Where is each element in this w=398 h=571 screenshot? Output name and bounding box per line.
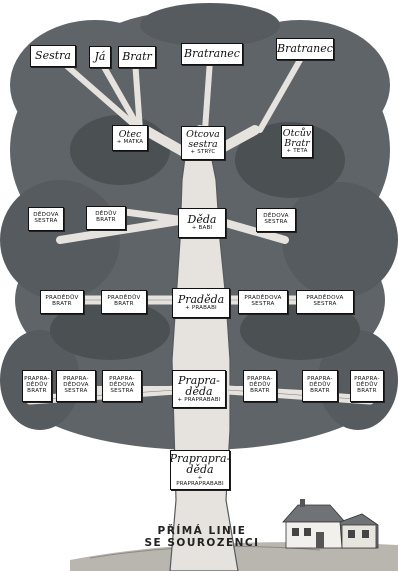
- label-otec-text: Otec: [118, 129, 142, 141]
- label-otcuv-bratr-sub: + TETA: [286, 147, 308, 154]
- label-otec: Otec + MATKA: [112, 125, 148, 151]
- label-prapra-sestra-2-text: PRAPRA- DĚDOVA SESTRA: [109, 376, 135, 394]
- label-prapra-bratr-4-text: PRAPRA- DĚDŮV BRATR: [354, 376, 380, 394]
- label-pradeduv-bratr-2-text: PRADĚDŮV BRATR: [107, 295, 141, 307]
- label-prapraprad: Praprapra- děda + PRAPRAPRABABI: [170, 450, 230, 490]
- label-bratranec-2: Bratranec: [276, 38, 334, 60]
- label-deda-sub: + BABI: [191, 224, 213, 231]
- label-pradeduv-bratr-2: PRADĚDŮV BRATR: [101, 290, 147, 314]
- label-praprad-text: Prapra- děda: [178, 373, 220, 399]
- diagram-title-line-1: PŘÍMÁ LINIE: [157, 525, 247, 537]
- label-pradedova-sestra-1: PRADĚDOVA SESTRA: [238, 290, 288, 314]
- label-deduv-bratr-text: DĚDŮV BRATR: [95, 211, 117, 223]
- label-bratranec-1-text: Bratranec: [184, 47, 240, 61]
- diagram-title-line-2: SE SOUROZENCI: [144, 537, 260, 550]
- label-dedova-sestra-2: DĚDOVA SESTRA: [256, 208, 296, 232]
- label-otcuv-bratr: Otcův Bratr + TETA: [281, 125, 313, 158]
- label-prapra-bratr-3: PRAPRA- DĚDŮV BRATR: [302, 370, 338, 402]
- label-bratranec-2-text: Bratranec: [277, 42, 333, 56]
- label-otcova-sestra: Otcova sestra + STRÝC: [181, 126, 225, 160]
- label-praprad-sub: + PRAPRABABI: [177, 396, 221, 403]
- label-pradeduv-bratr-1: PRADĚDŮV BRATR: [40, 290, 84, 314]
- label-prapraprad-text: Praprapra- děda: [170, 451, 230, 477]
- label-prapra-bratr-3-text: PRAPRA- DĚDŮV BRATR: [307, 376, 333, 394]
- label-ja: Já: [89, 46, 111, 68]
- label-praded-sub: + PRABABI: [185, 304, 217, 311]
- label-dedova-sestra-1-text: DĚDOVA SESTRA: [33, 212, 59, 224]
- label-prapra-bratr-2-text: PRAPRA- DĚDŮV BRATR: [247, 376, 273, 394]
- label-prapra-sestra-1: PRAPRA- DĚDOVA SESTRA: [56, 370, 96, 402]
- label-otcuv-bratr-text: Otcův Bratr: [282, 127, 312, 149]
- label-otec-sub: + MATKA: [116, 139, 144, 146]
- label-deda: Děda + BABI: [178, 208, 226, 238]
- label-ja-text: Já: [94, 50, 106, 64]
- label-otcova-sestra-sub: + STRÝC: [190, 149, 216, 156]
- label-deda-text: Děda: [187, 213, 217, 227]
- label-bratr-text: Bratr: [122, 50, 152, 64]
- label-praded-text: Praděda: [177, 293, 225, 307]
- label-prapra-bratr-1: PRAPRA- DĚDŮV BRATR: [22, 370, 52, 402]
- label-deduv-bratr: DĚDŮV BRATR: [86, 206, 126, 230]
- label-dedova-sestra-2-text: DĚDOVA SESTRA: [263, 213, 289, 225]
- label-praded: Praděda + PRABABI: [172, 288, 230, 318]
- label-pradedova-sestra-2: PRADĚDOVA SESTRA: [296, 290, 354, 314]
- label-prapra-bratr-4: PRAPRA- DĚDŮV BRATR: [350, 370, 384, 402]
- label-prapra-bratr-2: PRAPRA- DĚDŮV BRATR: [243, 370, 277, 402]
- label-otcova-sestra-text: Otcova sestra: [186, 129, 220, 151]
- diagram-title: PŘÍMÁ LINIE SE SOUROZENCI: [144, 525, 260, 549]
- label-pradedova-sestra-2-text: PRADĚDOVA SESTRA: [306, 295, 344, 307]
- label-sestra-text: Sestra: [35, 49, 71, 63]
- label-prapra-sestra-2: PRAPRA- DĚDOVA SESTRA: [102, 370, 142, 402]
- label-pradedova-sestra-1-text: PRADĚDOVA SESTRA: [244, 295, 282, 307]
- label-dedova-sestra-1: DĚDOVA SESTRA: [28, 207, 64, 231]
- label-prapraprad-sub: + PRAPRAPRABABI: [176, 474, 224, 487]
- label-sestra: Sestra: [30, 45, 76, 67]
- label-pradeduv-bratr-1-text: PRADĚDŮV BRATR: [45, 295, 79, 307]
- house: [282, 499, 379, 549]
- label-prapra-sestra-1-text: PRAPRA- DĚDOVA SESTRA: [63, 376, 89, 394]
- label-bratranec-1: Bratranec: [181, 43, 243, 65]
- label-bratr: Bratr: [118, 46, 156, 68]
- label-praprad: Prapra- děda + PRAPRABABI: [172, 370, 226, 408]
- label-prapra-bratr-1-text: PRAPRA- DĚDŮV BRATR: [24, 376, 50, 394]
